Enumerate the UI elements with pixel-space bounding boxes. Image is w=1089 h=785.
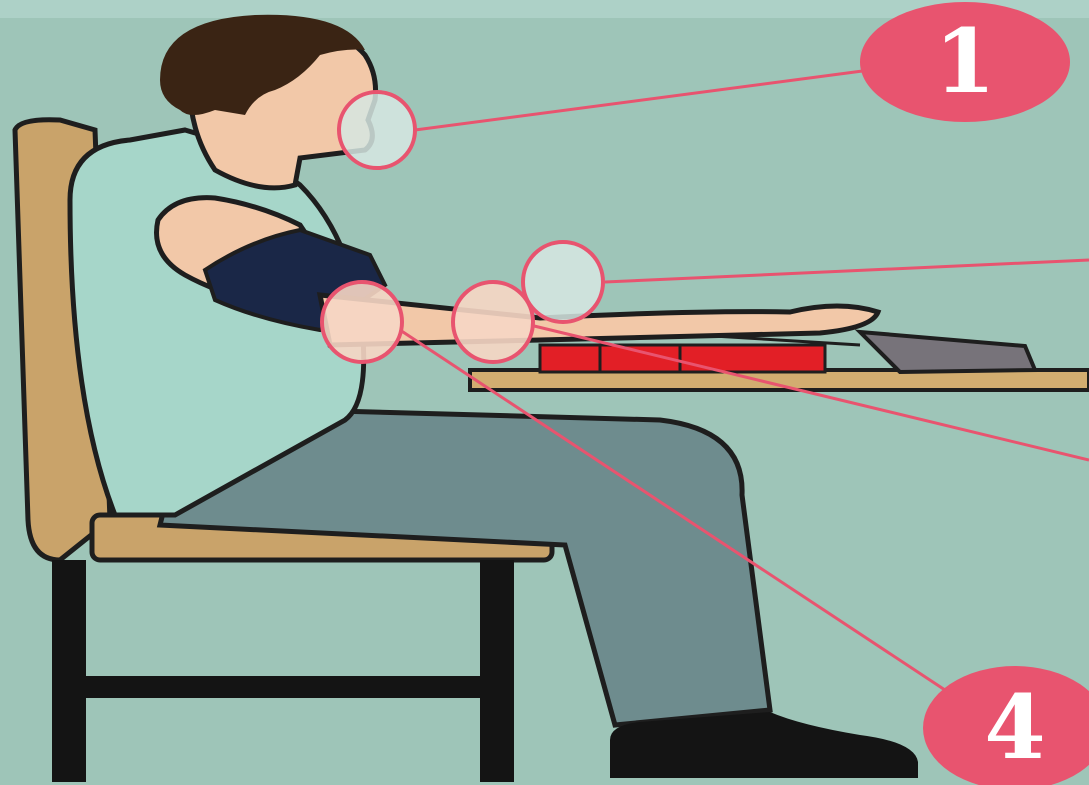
elbow-marker [322, 282, 402, 362]
chair-crossbar [86, 676, 480, 698]
monitor-base [540, 345, 825, 372]
badge-4-number: 4 [984, 675, 1045, 779]
forearm-marker [453, 282, 533, 362]
chair-leg-front [480, 560, 514, 782]
badge-1: 1 [860, 2, 1070, 122]
badge-1-number: 1 [934, 9, 995, 113]
upper-arm-marker [523, 242, 603, 322]
mouth-marker [339, 92, 415, 168]
chair-leg-back [52, 560, 86, 782]
